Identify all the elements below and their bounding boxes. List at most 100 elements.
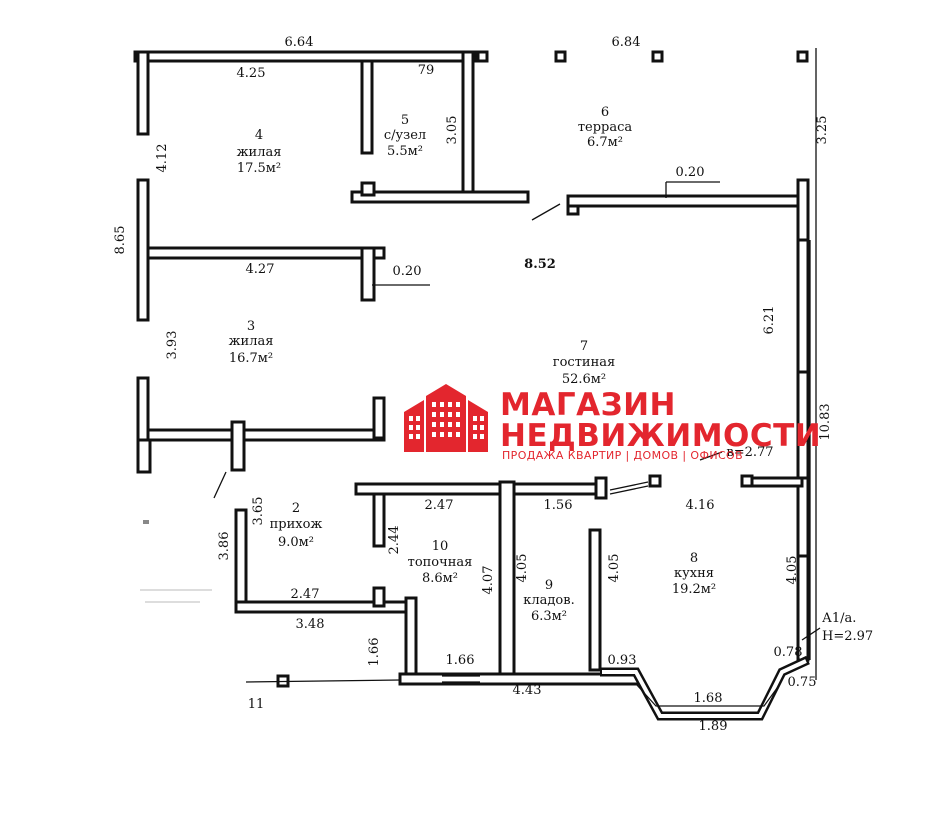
dimension-label: 1.66 (446, 653, 475, 668)
dimension-label: 0.78 (774, 645, 803, 660)
wall-living-top-stub (566, 204, 580, 216)
dimension-label: 1.89 (699, 719, 728, 734)
wall-hall-left (234, 508, 248, 612)
scan-artifacts (140, 520, 212, 603)
room-area: 9.0м² (278, 535, 314, 550)
room-name: топочная (408, 555, 473, 570)
room-number: 10 (432, 539, 449, 554)
wall-right (796, 238, 810, 374)
wall-boiler-pantry (498, 480, 516, 678)
ceiling-label: А1/а. (822, 611, 856, 626)
room-number: 2 (292, 501, 300, 516)
door-swing (213, 471, 227, 499)
wall-rooms-top-stub (594, 476, 608, 500)
wall-room3-right-upper (360, 246, 376, 302)
terrace-post (476, 50, 489, 63)
wall-room3-right-lower (372, 396, 386, 440)
room-name: с/узел (384, 128, 426, 143)
room-number: 8 (690, 551, 698, 566)
dimension-label: 0.93 (608, 653, 637, 668)
wall-right (796, 178, 810, 242)
room-area: 52.6м² (562, 372, 606, 387)
dimension-label: 4.12 (155, 144, 170, 173)
dimension-label: 1.68 (694, 691, 723, 706)
wall-room4-room3 (146, 246, 386, 260)
dimension-label: 4.43 (513, 683, 542, 698)
room-number: 3 (247, 319, 255, 334)
dimension-label: 6.64 (285, 35, 314, 50)
wall-left-upper (136, 50, 150, 136)
room-area: 16.7м² (229, 351, 273, 366)
door-swing (531, 203, 561, 221)
dimension-label: 8.65 (113, 226, 128, 255)
bay-window (600, 655, 810, 721)
dimension-label: 8.52 (524, 257, 556, 272)
room-name: гостиная (553, 355, 615, 370)
wall-hall-stub2 (372, 586, 386, 608)
ceiling-height: Н=2.97 (822, 629, 873, 644)
room-area: 19.2м² (672, 582, 716, 597)
logo-line1: МАГАЗИН (500, 387, 676, 423)
dimension-label: 4.25 (237, 66, 266, 81)
wall-room3-bottom (146, 428, 386, 442)
dimension-label: в=2.77 (726, 445, 773, 460)
terrace-post (554, 50, 567, 63)
room-area: 6.7м² (587, 135, 623, 150)
wall-hall-right (404, 596, 418, 684)
room-name: кладов. (523, 593, 574, 608)
room-number: 6 (601, 105, 609, 120)
room-number: 5 (401, 113, 409, 128)
leader-line (801, 627, 821, 641)
logo-tagline: ПРОДАЖА КВАРТИР | ДОМОВ | ОФИСОВ (502, 449, 743, 462)
dimension-label: 4.27 (246, 262, 275, 277)
dimension-labels: 6.64 6.84 4.25 79 3.05 3.25 4.12 8.65 0.… (113, 35, 873, 734)
thin-lines (213, 48, 821, 683)
dimension-label: 3.05 (445, 116, 460, 145)
room-name: жилая (229, 334, 274, 349)
buildings-icon (404, 384, 488, 452)
terrace-post (651, 50, 664, 63)
wall-left-bottom (136, 438, 152, 474)
wall-thin-bottom (245, 679, 401, 683)
dimension-label: 10.83 (818, 403, 833, 440)
wall-right (796, 476, 810, 558)
wall-living-top (566, 194, 810, 208)
room-number: 7 (580, 339, 588, 354)
wall-kitchen-right (750, 476, 804, 488)
dimension-label: 4.07 (481, 566, 496, 595)
logo: МАГАЗИН НЕДВИЖИМОСТИ ПРОДАЖА КВАРТИР | Д… (404, 384, 821, 462)
dimension-label: 6.84 (612, 35, 641, 50)
walls (133, 50, 810, 688)
leader-line (699, 451, 723, 461)
dimension-label: 1.66 (367, 638, 382, 667)
window-line (609, 481, 649, 491)
dimension-label: 4.05 (515, 554, 530, 583)
room-area: 6.3м² (531, 609, 567, 624)
wall-top-left (133, 50, 477, 63)
wall-bath-left (360, 59, 374, 155)
room-name: кухня (674, 566, 714, 581)
wall-hall-stub (230, 420, 246, 472)
dimension-label: 79 (418, 63, 435, 78)
terrace-post (796, 50, 809, 63)
wall-hall-bottom (234, 600, 418, 614)
wall-bath-right (461, 50, 475, 202)
dimension-label: 3.93 (165, 331, 180, 360)
dimension-label: 3.65 (251, 497, 266, 526)
room-area: 8.6м² (422, 571, 458, 586)
dimension-label: 1.56 (544, 498, 573, 513)
dimension-label: 0.20 (393, 264, 422, 279)
dimension-label: 0.75 (788, 675, 817, 690)
room-labels: 4 жилая 17.5м² 5 с/узел 5.5м² 6 терраса … (229, 105, 717, 624)
dimension-label: 4.16 (686, 498, 715, 513)
dimension-label: 3.25 (815, 116, 830, 145)
room-area: 5.5м² (387, 144, 423, 159)
dimension-label: 4.05 (607, 554, 622, 583)
wall-pantry-kitchen (588, 528, 602, 672)
dimension-label: 6.21 (762, 306, 777, 335)
room-name: терраса (578, 120, 633, 135)
dimension-label: 2.47 (425, 498, 454, 513)
dimension-label: 11 (248, 697, 265, 712)
dimension-label: 2.44 (387, 526, 402, 555)
